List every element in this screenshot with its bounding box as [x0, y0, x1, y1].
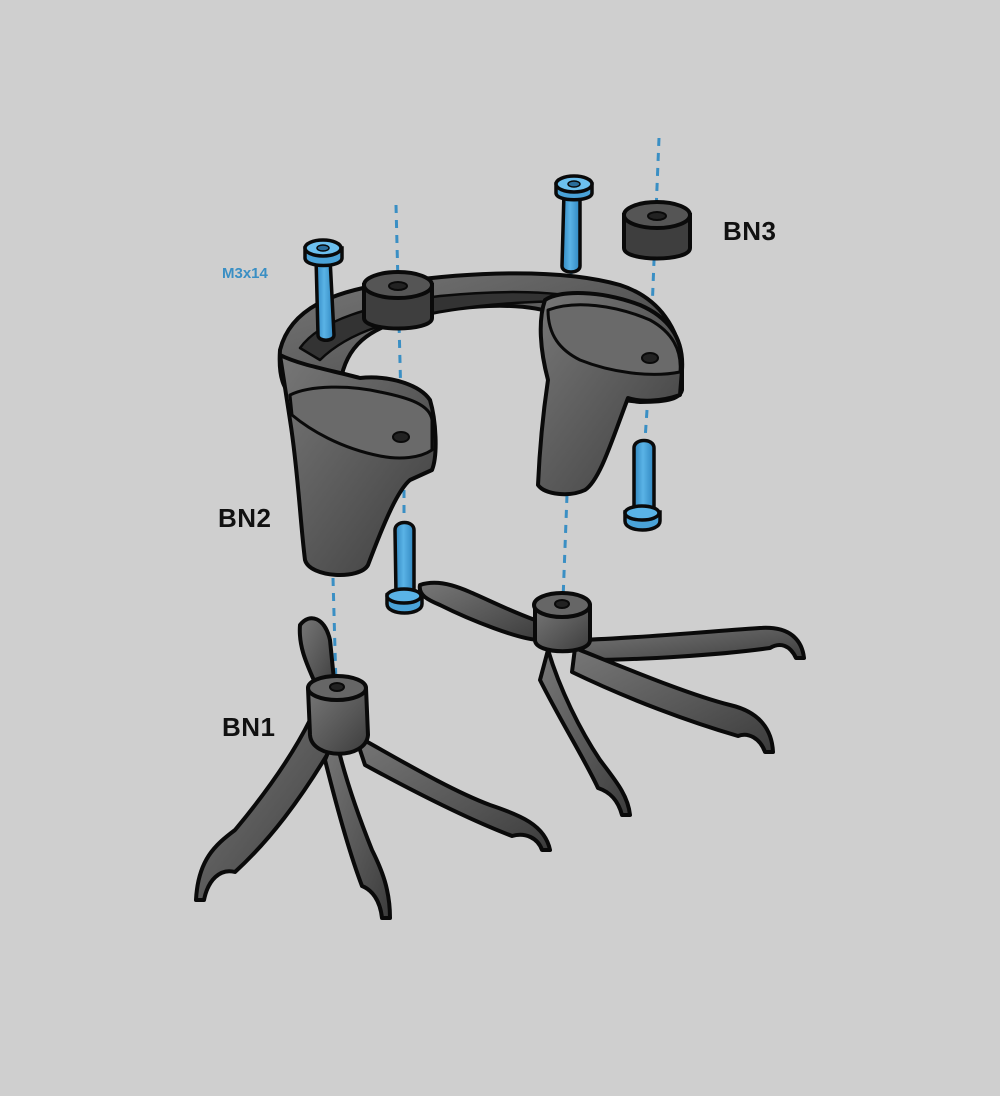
spacer-left [362, 270, 434, 331]
spacer-right [622, 200, 692, 261]
bracket-icon [277, 271, 685, 577]
guide-line-right-foot [561, 494, 569, 601]
spacer-icon [362, 200, 692, 331]
part-label-bn3: BN3 [723, 216, 777, 246]
bracket-hole-right [641, 352, 659, 364]
part-label-bn2: BN2 [218, 503, 272, 533]
screw-size-label: M3x14 [222, 265, 268, 282]
screw-top-left [303, 238, 344, 342]
bracket-hole-left [392, 431, 410, 443]
guide-line-bn1 [331, 577, 338, 686]
screw-top-right [554, 174, 594, 274]
bird-foot-left [194, 616, 552, 920]
screw-bottom-right [623, 438, 662, 532]
bird-foot-right [417, 580, 806, 817]
screw-bottom-left [385, 520, 424, 615]
part-label-bn1: BN1 [222, 712, 276, 742]
bird-foot-icon [194, 580, 806, 920]
screw-icon [303, 174, 662, 615]
